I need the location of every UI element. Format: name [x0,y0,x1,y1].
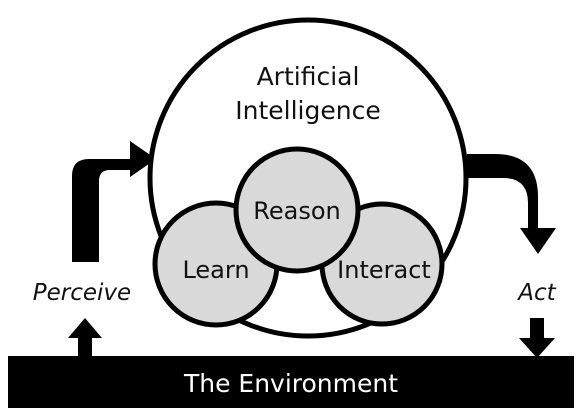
act-arrow [467,154,556,254]
perceive-small-up-arrow [68,318,102,358]
reason-label: Reason [253,197,340,225]
environment-bar [8,356,574,408]
ai-label-line2: Intelligence [235,96,380,125]
learn-label: Learn [182,256,249,284]
perceive-label: Perceive [33,280,131,306]
reason-circle [233,146,361,274]
act-small-down-arrow [519,318,555,358]
perceive-arrow [72,141,156,262]
ai-label-line1: Artificial [257,62,360,91]
interact-label: Interact [337,256,431,284]
act-label: Act [516,280,556,306]
environment-label: The Environment [183,369,398,398]
